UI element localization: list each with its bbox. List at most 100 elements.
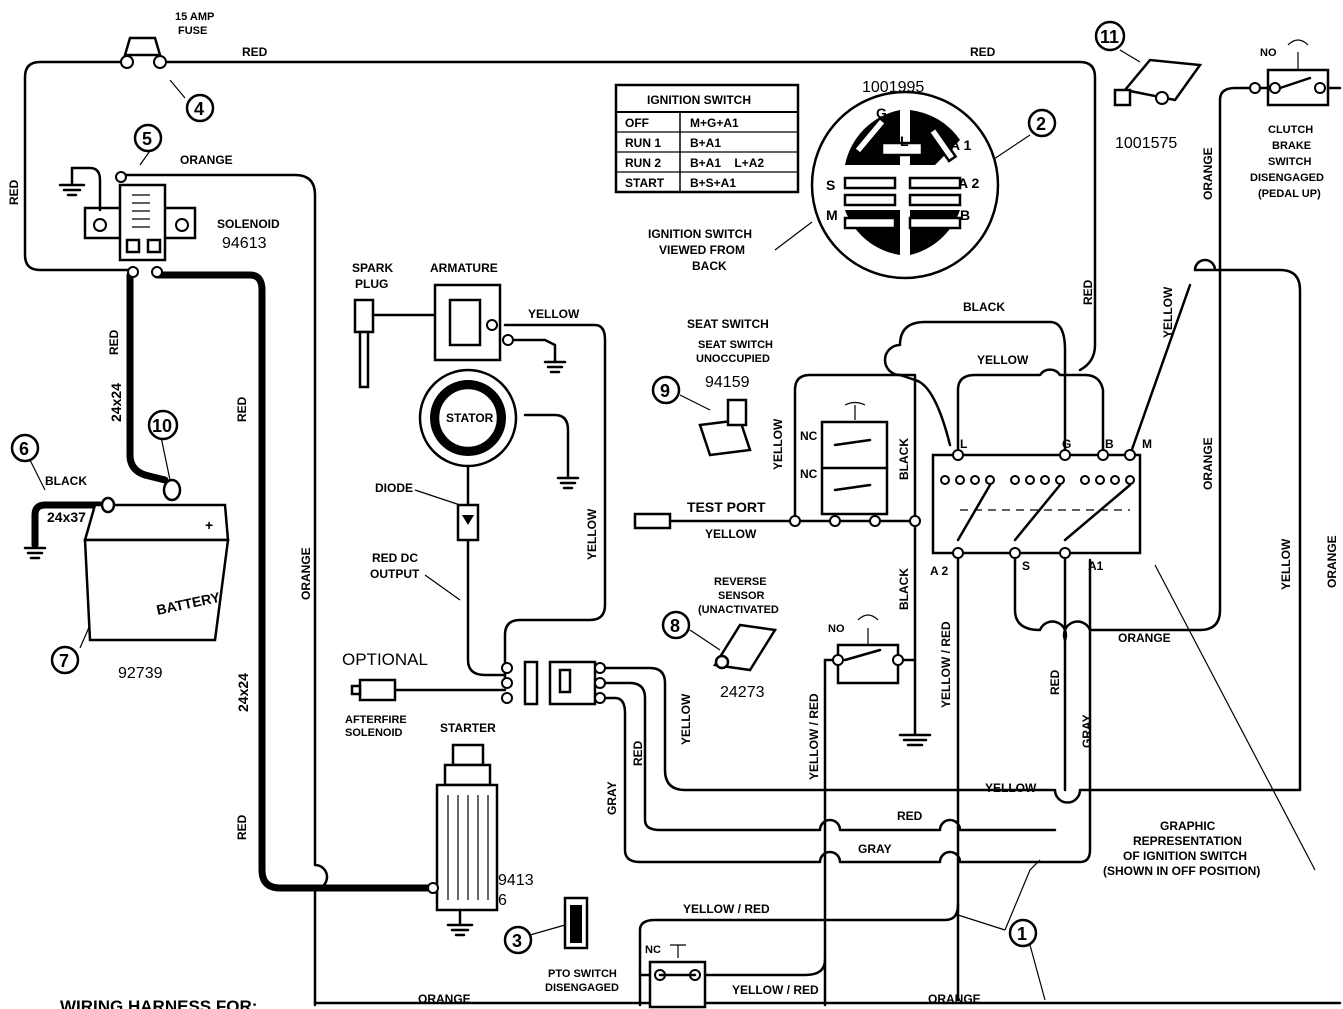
wl-red-left: RED: [7, 179, 21, 205]
nc-bottom-label: NC: [645, 944, 661, 956]
armature-label: ARMATURE: [430, 261, 498, 275]
callout-5: 5: [142, 129, 152, 149]
callout-8: 8: [670, 616, 680, 636]
box-term-L: L: [960, 437, 967, 451]
term-M: M: [826, 207, 838, 223]
nc-switch-bottom: NC: [645, 944, 707, 1009]
wl-yellow-armature: YELLOW: [528, 307, 580, 321]
ignition-part: 1001995: [862, 79, 924, 96]
box-term-A2: A 2: [930, 564, 949, 578]
battery-plus: +: [205, 517, 213, 533]
wl-black-battery: BLACK: [45, 474, 87, 488]
battery: + BATTERY 92739: [23, 478, 230, 682]
item11-part: 1001575: [1115, 135, 1177, 152]
item-11-switch: 1001575: [1113, 58, 1203, 152]
solenoid-part: 94613: [222, 235, 267, 252]
wl-orange-far-right: ORANGE: [1325, 535, 1339, 588]
footer-title: WIRING HARNESS FOR:: [60, 997, 257, 1009]
wl-gray-harness: GRAY: [605, 781, 619, 815]
nc-label-2: NC: [800, 467, 818, 481]
seat-switch-title: SEAT SWITCH: [687, 317, 769, 331]
box-term-M: M: [1142, 437, 1152, 451]
wl-red-thick: RED: [107, 329, 121, 355]
ign-row-1-conn: B+A1: [690, 136, 721, 150]
callout-2: 2: [1036, 114, 1046, 134]
wl-yellow-red-a2: YELLOW / RED: [939, 621, 953, 708]
ign-row-1-pos: RUN 1: [625, 136, 661, 150]
reverse-part: 24273: [720, 684, 765, 701]
ign-row-0-conn: M+G+A1: [690, 116, 739, 130]
no-label-reverse: NO: [828, 623, 845, 635]
wl-yellow-red-mid: YELLOW / RED: [807, 693, 821, 780]
fuse-label-line1: 15 AMP: [175, 11, 214, 23]
solenoid: SOLENOID 94613: [58, 166, 280, 278]
optional-label: OPTIONAL: [342, 650, 428, 669]
callout-4: 4: [194, 99, 204, 119]
ign-row-3-pos: START: [625, 176, 665, 190]
term-L: L: [900, 133, 909, 149]
battery-part: 92739: [118, 665, 163, 682]
wl-yellow-upper-right: YELLOW: [1161, 286, 1175, 338]
callout-11: 11: [1100, 27, 1119, 47]
wl-yellow-red-low: YELLOW / RED: [732, 983, 819, 997]
term-A1: A 1: [950, 137, 971, 153]
stator-label: STATOR: [446, 411, 494, 425]
wl-24x37: 24x37: [47, 509, 86, 525]
ign-row-3-conn: B+S+A1: [690, 176, 736, 190]
box-term-B: B: [1105, 437, 1114, 451]
wl-yellow-testport: YELLOW: [705, 527, 757, 541]
ign-row-2-pos: RUN 2: [625, 156, 661, 170]
callout-9: 9: [660, 381, 670, 401]
starter-label: STARTER: [440, 721, 496, 735]
solenoid-label: SOLENOID: [217, 217, 280, 231]
callout-6: 6: [19, 439, 29, 459]
wl-black-lower: BLACK: [897, 568, 911, 610]
callout-10: 10: [152, 416, 172, 436]
wl-gray-bottom: GRAY: [858, 842, 892, 856]
wl-red-top-left: RED: [242, 45, 268, 59]
term-B: B: [960, 207, 970, 223]
wl-orange-solenoid: ORANGE: [180, 153, 233, 167]
wl-yellow-red-pto: YELLOW / RED: [683, 902, 770, 916]
term-G: G: [876, 105, 887, 121]
ignition-table: IGNITION SWITCH OFF M+G+A1 RUN 1 B+A1 RU…: [614, 83, 800, 194]
wl-black-seat: BLACK: [897, 438, 911, 480]
wl-gray-right: GRAY: [1080, 714, 1094, 748]
no-label-clutch: NO: [1260, 47, 1277, 59]
nc-label-1: NC: [800, 429, 818, 443]
wl-red-mid: RED: [235, 396, 249, 422]
spark-plug-line1: SPARK: [352, 261, 393, 275]
seat-switch-part: 94159: [705, 374, 750, 391]
ignition-table-title: IGNITION SWITCH: [647, 93, 751, 107]
wl-yellow-right: YELLOW: [1279, 538, 1293, 590]
test-port-label: TEST PORT: [687, 499, 766, 515]
wire-labels: RED RED ORANGE RED RED 24x24 RED 24x24 R…: [7, 45, 1339, 1006]
wl-red-harness: RED: [631, 740, 645, 766]
wl-orange-bottom-right: ORANGE: [928, 992, 981, 1006]
wl-24x24-a: 24x24: [108, 383, 124, 422]
wl-yellow-harness: YELLOW: [679, 693, 693, 745]
wl-orange-bottom-left: ORANGE: [418, 992, 471, 1006]
box-term-A1: A1: [1088, 559, 1104, 573]
term-A2: A 2: [958, 175, 979, 191]
ign-row-0-pos: OFF: [625, 116, 649, 130]
diode-label: DIODE: [375, 481, 413, 495]
